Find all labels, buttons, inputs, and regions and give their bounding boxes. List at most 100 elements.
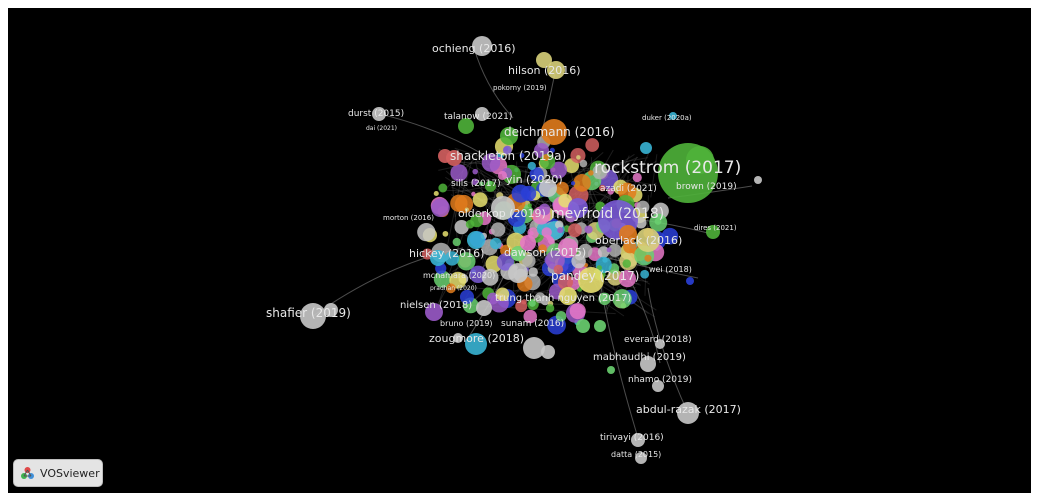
node-label-tirivayi[interactable]: tirivayi (2016) (600, 433, 664, 443)
network-node[interactable] (528, 299, 536, 307)
node-label-shafier[interactable]: shafier (2019) (266, 306, 351, 320)
zougmore-node[interactable] (465, 333, 487, 355)
nielsen-node[interactable] (425, 303, 443, 321)
node-label-zougmore[interactable]: zougmore (2018) (429, 332, 524, 345)
node-label-pokorny[interactable]: pokorny (2019) (493, 84, 547, 92)
shackleton-node-2[interactable] (446, 150, 462, 166)
network-node[interactable] (632, 172, 642, 183)
network-node[interactable] (523, 309, 537, 324)
network-node[interactable] (433, 190, 439, 197)
network-node[interactable] (472, 192, 488, 208)
network-node[interactable] (481, 268, 499, 286)
network-node[interactable] (431, 198, 450, 218)
shafier-node-2[interactable] (324, 303, 338, 317)
node-label-mabhaudhi[interactable]: mabhaudhi (2019) (593, 352, 686, 363)
node-label-oberlack[interactable]: oberlack (2016) (595, 234, 682, 247)
hilson-node[interactable] (536, 52, 552, 68)
network-node[interactable] (465, 219, 475, 229)
node-label-dai[interactable]: dai (2021) (366, 125, 397, 132)
network-node[interactable] (521, 185, 537, 201)
node-label-azadi[interactable]: azadi (2021) (600, 184, 657, 194)
duker-node[interactable] (669, 112, 677, 120)
network-node[interactable] (569, 302, 586, 320)
node-label-nielsen[interactable]: nielsen (2018) (400, 300, 472, 311)
sunam-node-2[interactable] (594, 320, 606, 332)
zougmore-node-2[interactable] (523, 337, 545, 359)
node-label-ochieng[interactable]: ochieng (2016) (432, 42, 516, 55)
node-label-wei[interactable]: wei (2018) (649, 265, 692, 274)
network-node[interactable] (557, 274, 574, 290)
network-node[interactable] (528, 267, 538, 277)
pandey-node[interactable] (578, 267, 604, 293)
network-node[interactable] (510, 245, 526, 262)
node-label-sills[interactable]: sills (2017) (451, 179, 501, 189)
durst-node[interactable] (372, 107, 386, 121)
network-node[interactable] (567, 223, 582, 238)
network-node[interactable] (438, 183, 448, 193)
hilson-node-2[interactable] (547, 61, 565, 79)
deichmann-node-2[interactable] (500, 127, 518, 145)
network-node[interactable] (529, 167, 544, 182)
network-node[interactable] (546, 235, 552, 241)
network-node[interactable] (573, 174, 591, 192)
talanow-node-2[interactable] (458, 118, 474, 134)
network-node[interactable] (496, 253, 515, 271)
oberlack-node[interactable] (636, 228, 660, 252)
node-label-mcnamara[interactable]: mcnamara (2020) (423, 271, 495, 280)
hickey-node[interactable] (430, 250, 446, 266)
network-node[interactable] (490, 237, 502, 250)
network-node[interactable] (417, 223, 436, 242)
network-node[interactable] (515, 300, 528, 313)
node-label-bruno[interactable]: bruno (2019) (440, 319, 493, 328)
network-node[interactable] (576, 155, 581, 160)
yin-node[interactable] (539, 179, 557, 197)
node-label-nhamo[interactable]: nhamo (2019) (628, 375, 692, 385)
dawson-node[interactable] (508, 263, 528, 283)
network-node[interactable] (585, 138, 600, 152)
nhamo-node[interactable] (652, 380, 664, 392)
network-node[interactable] (654, 218, 662, 225)
network-node[interactable] (555, 310, 567, 322)
network-node[interactable] (555, 181, 569, 196)
network-node[interactable] (597, 246, 610, 258)
mabhaudhi-node-2[interactable] (607, 366, 615, 374)
network-node[interactable] (486, 180, 492, 186)
network-node[interactable] (450, 164, 468, 182)
network-node[interactable] (550, 161, 567, 179)
node-label-meyfroid[interactable]: meyfroid (2018) (551, 206, 664, 222)
node-label-yin[interactable]: yin (2020) (506, 173, 563, 186)
everard-node[interactable] (655, 339, 665, 349)
network-node[interactable] (433, 270, 451, 288)
node-label-dawson[interactable]: dawson (2015) (504, 246, 586, 259)
network-map[interactable]: ochieng (2016) hilson (2016) pokorny (20… (8, 8, 1031, 493)
network-node[interactable] (454, 219, 469, 235)
sunam-node[interactable] (576, 319, 590, 333)
node-label-durst[interactable]: durst (2015) (348, 109, 404, 119)
network-node[interactable] (606, 247, 612, 253)
shafier-node[interactable] (300, 303, 326, 329)
network-node[interactable] (538, 244, 547, 253)
network-node[interactable] (579, 159, 588, 168)
network-node[interactable] (479, 181, 484, 186)
network-node[interactable] (599, 184, 606, 192)
network-node[interactable] (452, 237, 461, 247)
ochieng-node[interactable] (472, 36, 492, 56)
network-node[interactable] (623, 239, 637, 254)
center-node-2[interactable] (558, 238, 578, 258)
network-node[interactable] (541, 227, 552, 238)
network-node[interactable] (542, 154, 550, 161)
brown-node[interactable] (754, 176, 762, 184)
rockstrom-node-3[interactable] (640, 142, 652, 154)
network-node[interactable] (640, 269, 650, 279)
network-node[interactable] (481, 153, 501, 172)
network-node[interactable] (588, 170, 594, 176)
node-label-trung-thanh-nguyen[interactable]: trung thanh nguyen (2017) (495, 293, 631, 304)
node-label-rockstrom[interactable]: rockstrom (2017) (594, 158, 741, 178)
network-node[interactable] (538, 203, 551, 216)
network-node[interactable] (459, 289, 475, 304)
network-node[interactable] (612, 289, 632, 309)
network-node[interactable] (464, 207, 469, 212)
network-node[interactable] (607, 188, 614, 195)
node-label-dires[interactable]: dires (2021) (694, 224, 737, 232)
network-node[interactable] (558, 193, 573, 208)
